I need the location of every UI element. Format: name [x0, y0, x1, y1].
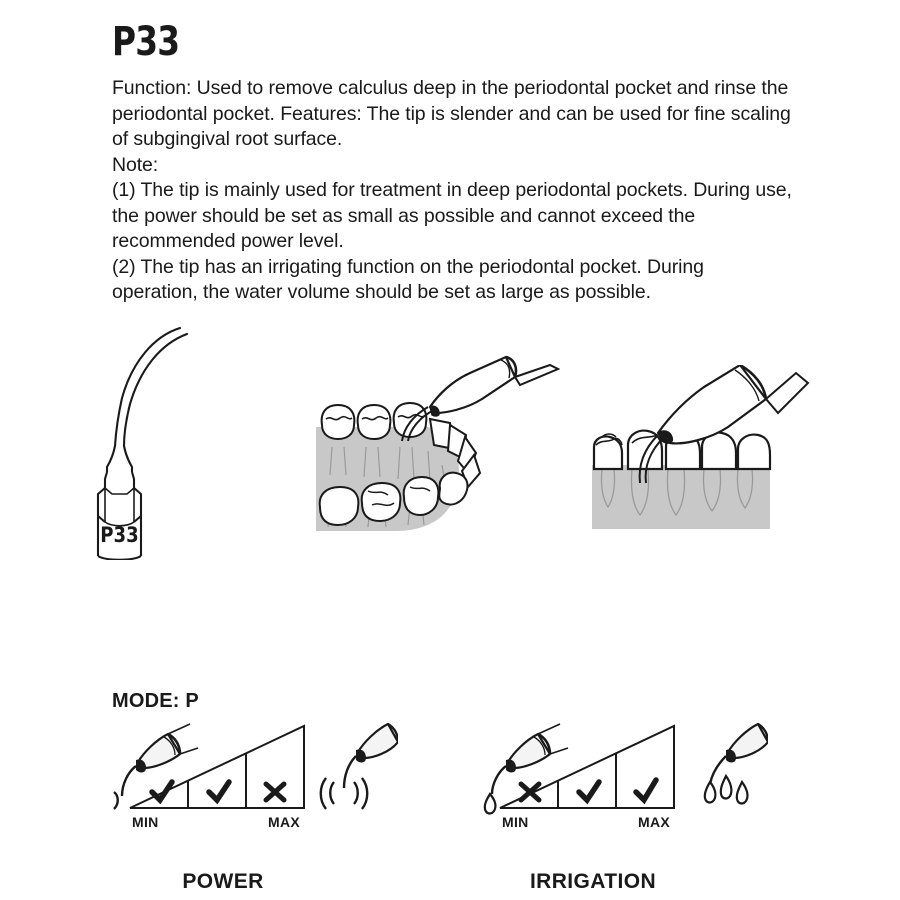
power-zone-marks — [149, 779, 287, 805]
irrigation-gauge — [483, 722, 770, 815]
check-icon — [633, 777, 659, 805]
vibration-arc-icon — [113, 791, 119, 810]
irrigation-min-label: MIN — [502, 814, 529, 830]
power-gauge-group: MIN MAX POWER — [108, 710, 400, 893]
description-paragraph-note-2: (2) The tip has an irrigating function o… — [112, 255, 704, 304]
illustration-band: P33 — [0, 320, 900, 560]
title-block: P33 — [112, 22, 194, 62]
clinical-diagram-buccal — [592, 365, 810, 529]
gingiva-fill — [592, 465, 770, 529]
clinical-diagram-occlusal — [316, 355, 560, 531]
description-paragraph-note-heading: Note: — [112, 153, 159, 176]
power-max-label: MAX — [268, 814, 301, 830]
handpiece-min-icon — [120, 723, 199, 797]
description-paragraph-function: Function: Used to remove calculus deep i… — [112, 77, 791, 150]
handpiece-nozzle — [656, 365, 810, 445]
page-title: P33 — [112, 19, 180, 65]
handpiece-max-icon — [708, 722, 770, 785]
water-drop-icon — [483, 792, 497, 815]
irrigation-gauge-group: MIN MAX IRRIGATION — [478, 710, 770, 893]
description-block: Function: Used to remove calculus deep i… — [112, 76, 792, 306]
settings-section: MODE: P — [0, 680, 900, 893]
vibration-waves-icon — [319, 777, 369, 810]
power-caption: POWER — [182, 870, 264, 893]
mode-label: MODE: P — [112, 690, 199, 712]
tip-label: P33 — [100, 523, 138, 548]
check-icon — [576, 779, 602, 805]
irrigation-zone-marks — [518, 777, 659, 805]
power-min-label: MIN — [132, 814, 159, 830]
cross-icon — [263, 781, 287, 803]
power-gauge — [113, 722, 400, 810]
handpiece-nozzle — [428, 355, 560, 417]
check-icon — [149, 779, 175, 805]
irrigation-max-label: MAX — [638, 814, 671, 830]
handpiece-min-icon — [490, 723, 569, 795]
irrigation-ramp — [499, 724, 675, 809]
cross-icon — [518, 781, 542, 803]
scaler-tip-illustration: P33 — [96, 326, 189, 560]
handpiece-max-icon — [319, 722, 400, 810]
irrigation-caption: IRRIGATION — [529, 870, 657, 893]
description-paragraph-note-1: (1) The tip is mainly used for treatment… — [112, 179, 792, 252]
water-drops-icon — [703, 773, 749, 805]
power-ramp — [129, 724, 305, 809]
check-icon — [206, 779, 232, 805]
